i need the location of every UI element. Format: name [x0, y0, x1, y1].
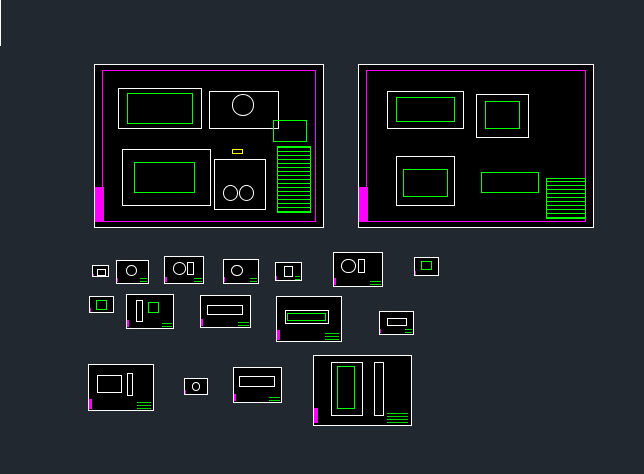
- drawing-sheet-assembly-second[interactable]: [358, 64, 594, 228]
- drawing-sheet-part-1[interactable]: [92, 265, 109, 277]
- sheet-corner-marker: [277, 330, 280, 340]
- drawing-sheet-part-4[interactable]: [223, 259, 259, 284]
- drawing-sheet-part-7[interactable]: [414, 257, 439, 276]
- drawing-sheet-part-3[interactable]: [164, 256, 204, 284]
- drawing-sheet-part-12[interactable]: [379, 311, 414, 335]
- sheet-corner-marker: [95, 186, 105, 223]
- drawing-sheet-part-16[interactable]: [313, 355, 412, 426]
- housing-inner-bottom: [133, 162, 196, 194]
- drawing-sheet-part-13[interactable]: [88, 364, 154, 411]
- note-box: [272, 120, 307, 142]
- part-outline: [331, 361, 363, 416]
- motor-circle-1: [222, 184, 239, 202]
- housing-view-top: [117, 87, 202, 129]
- housing-view-bottom: [122, 149, 211, 207]
- side-inner-top: [485, 100, 521, 129]
- title-block: [386, 410, 409, 423]
- drawing-sheet-part-8[interactable]: [89, 296, 114, 313]
- note-box: [480, 171, 539, 194]
- side-view-top: [476, 94, 530, 139]
- drawing-sheet-part-15[interactable]: [233, 367, 282, 403]
- title-block: [269, 394, 280, 401]
- part-circle: [172, 262, 186, 276]
- part-outline: [95, 300, 107, 310]
- part-side-view: [127, 373, 134, 396]
- title-block: [325, 331, 340, 340]
- drawing-sheet-part-11[interactable]: [276, 296, 342, 342]
- housing-inner-top: [396, 97, 455, 123]
- sheet-corner-marker: [185, 390, 186, 394]
- housing-inner-bottom: [403, 168, 448, 197]
- sheet-corner-marker: [415, 270, 416, 275]
- part-outline: [238, 376, 275, 387]
- drawing-sheet-part-5[interactable]: [275, 262, 302, 281]
- part-circle: [231, 264, 243, 276]
- part-outline: [283, 266, 293, 277]
- title-block: [404, 329, 413, 334]
- sheet-corner-marker: [165, 276, 167, 283]
- sheet-corner-marker: [117, 277, 119, 283]
- part-outline: [206, 305, 244, 316]
- sheet-border: [101, 69, 317, 223]
- sheet-corner-marker: [234, 393, 236, 401]
- part-outline: [358, 258, 365, 274]
- part-outline: [284, 310, 329, 324]
- motor-circle-2: [238, 184, 255, 202]
- part-detail: [147, 301, 159, 314]
- drawing-sheet-part-14[interactable]: [184, 378, 208, 395]
- sheet-corner-marker: [334, 277, 336, 286]
- part-detail: [337, 365, 355, 410]
- sheet-corner-marker: [380, 328, 382, 334]
- part-outline: [420, 261, 432, 271]
- sheet-corner-marker: [90, 308, 91, 312]
- housing-inner-top: [126, 92, 193, 124]
- title-block: [294, 276, 301, 280]
- crosshair-cursor-icon: [0, 0, 4, 46]
- title-block: [237, 320, 249, 327]
- title-block: [140, 278, 148, 283]
- housing-view-top: [387, 90, 464, 129]
- sheet-corner-marker: [359, 186, 369, 223]
- part-circle: [191, 382, 201, 391]
- sheet-corner-marker: [201, 319, 203, 327]
- part-outline: [96, 268, 107, 276]
- title-block: [137, 400, 152, 409]
- part-side-view: [374, 361, 384, 416]
- section-label: [231, 149, 243, 155]
- sheet-corner-marker: [93, 273, 94, 276]
- bom-table: [546, 178, 586, 220]
- part-circle: [341, 258, 356, 274]
- title-block: [193, 277, 202, 283]
- title-block: [161, 321, 172, 328]
- side-view-top: [209, 90, 280, 129]
- drawing-sheet-part-2[interactable]: [116, 260, 149, 284]
- drawing-sheet-part-6[interactable]: [333, 252, 383, 287]
- drawing-sheet-assembly-main[interactable]: [94, 64, 324, 228]
- housing-view-bottom: [396, 155, 455, 207]
- sheet-corner-marker: [127, 319, 129, 328]
- part-outline: [386, 317, 407, 327]
- bom-table: [277, 146, 312, 213]
- sheet-corner-marker: [224, 277, 226, 283]
- part-outline: [187, 262, 195, 275]
- sheet-corner-marker: [314, 407, 318, 423]
- drawing-sheet-part-9[interactable]: [126, 294, 174, 329]
- pulley-circle: [231, 94, 255, 116]
- sheet-corner-marker: [276, 275, 277, 280]
- sheet-corner-marker: [89, 398, 92, 409]
- part-circle: [126, 265, 137, 277]
- side-view-bottom: [213, 158, 266, 210]
- part-detail: [287, 312, 327, 321]
- drawing-sheet-part-10[interactable]: [200, 295, 251, 328]
- sheet-border: [366, 69, 586, 223]
- title-block: [249, 278, 257, 283]
- title-block: [370, 279, 381, 286]
- part-outline: [96, 374, 122, 394]
- part-outline: [136, 299, 143, 322]
